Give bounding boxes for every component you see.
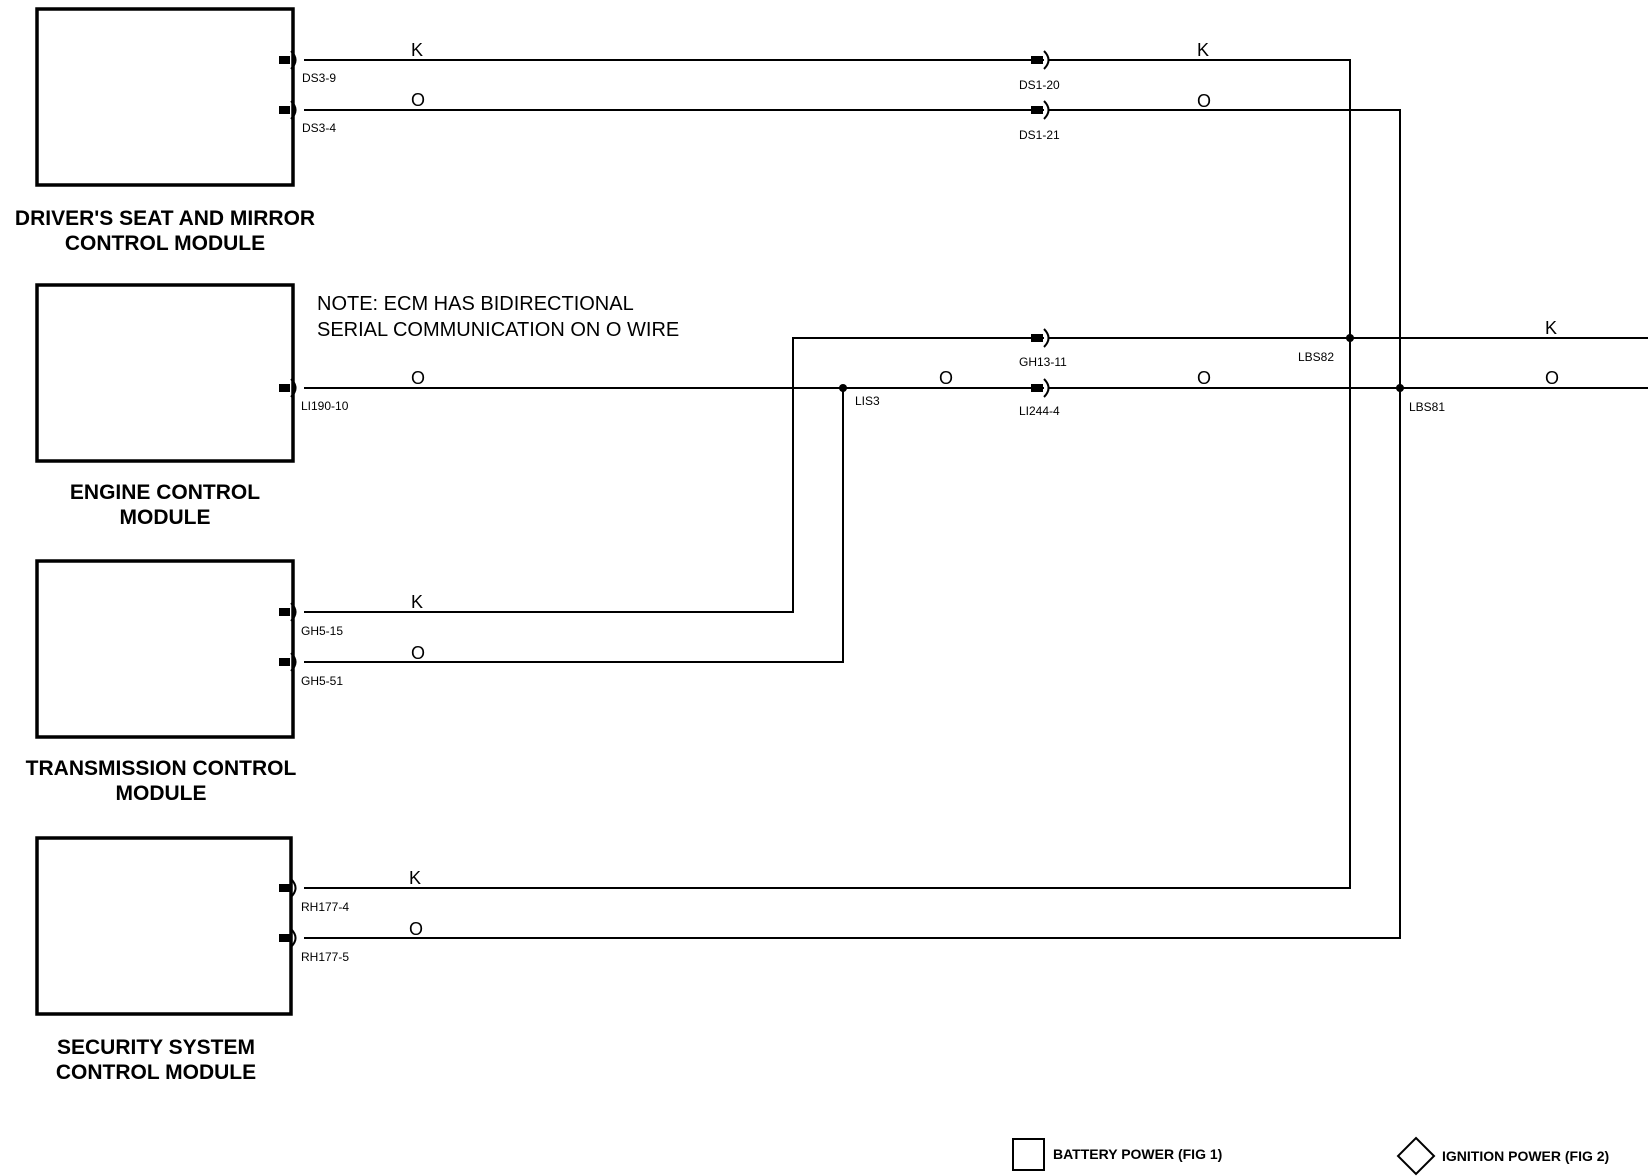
splice-dot [839,384,847,392]
diamond-icon [1396,1136,1436,1176]
legend: BATTERY POWER (FIG 1) IGNITION POWER (FI… [1012,1136,1609,1176]
square-icon [1012,1138,1045,1171]
module-title-line: MODULE [116,782,207,805]
module-title-line: DRIVER'S SEAT AND MIRROR [15,207,315,230]
wire-color-label: O [409,919,423,939]
legend-battery-label: BATTERY POWER (FIG 1) [1053,1146,1222,1162]
connector-labels: DS3-9 DS3-4 DS1-20 DS1-21 LI190-10 LIS3 … [301,71,1445,964]
wire-k-security [304,338,1351,889]
wire-color-label: O [411,90,425,110]
splices [839,334,1404,392]
wire-color-label: O [1545,368,1559,388]
connector-label: LBS81 [1409,400,1445,414]
module-driver-seat: DRIVER'S SEAT AND MIRROR CONTROL MODULE [15,7,315,255]
module-title-line: SECURITY SYSTEM [57,1036,255,1059]
connector-symbol [279,652,297,672]
legend-battery: BATTERY POWER (FIG 1) [1012,1138,1222,1171]
connector-symbol [279,878,297,898]
connector-label: LI244-4 [1019,404,1060,418]
wire-color-label: K [1197,40,1209,60]
connector-symbol [279,602,297,622]
module-box [35,559,295,739]
note-line: NOTE: ECM HAS BIDIRECTIONAL [317,293,634,315]
module-box [35,7,295,187]
wire-color-label: K [1545,318,1557,338]
module-security: SECURITY SYSTEM CONTROL MODULE [35,836,293,1084]
connector-label: LIS3 [855,394,880,408]
module-engine: ENGINE CONTROL MODULE [35,283,295,529]
module-transmission: TRANSMISSION CONTROL MODULE [26,559,297,805]
connector-symbol [279,378,297,398]
connector-label: LBS82 [1298,350,1334,364]
module-title-line: MODULE [120,506,211,529]
wire-color-label: O [411,368,425,388]
wire-color-label: O [1197,368,1211,388]
module-box [35,283,295,463]
connector-label: RH177-5 [301,950,349,964]
legend-ignition-label: IGNITION POWER (FIG 2) [1442,1148,1609,1164]
connector-symbol [1031,378,1050,398]
wires [304,59,1648,939]
connector-symbol [1031,328,1050,348]
connector-label: GH5-51 [301,674,343,688]
connector-symbol [279,50,297,70]
connector-label: DS3-9 [302,71,336,85]
module-box [35,836,293,1016]
connector-symbol [1031,50,1050,70]
module-title-line: TRANSMISSION CONTROL [26,757,297,780]
wire-color-label: K [411,40,423,60]
splice-dot [1346,334,1354,342]
connector-label: RH177-4 [301,900,349,914]
wire-color-label: O [939,368,953,388]
module-title-line: CONTROL MODULE [56,1061,256,1084]
connector-label: DS3-4 [302,121,336,135]
connector-symbol [1031,100,1050,120]
wire-k-driver-seat [304,59,1351,338]
module-title-line: ENGINE CONTROL [70,481,260,504]
wire-k-tcm [304,337,1350,613]
wire-color-label: K [411,592,423,612]
connector-label: DS1-21 [1019,128,1060,142]
module-connectors [279,50,297,948]
wire-color-label: K [409,868,421,888]
legend-ignition: IGNITION POWER (FIG 2) [1396,1136,1609,1176]
wire-o-security [304,388,1401,939]
note-line: SERIAL COMMUNICATION ON O WIRE [317,319,679,341]
connector-label: LI190-10 [301,399,349,413]
wire-color-label: O [1197,91,1211,111]
connector-symbol [279,928,297,948]
connector-label: GH5-15 [301,624,343,638]
wire-o-tcm [304,388,844,663]
wire-o-driver-seat [304,109,1401,388]
splice-dot [1396,384,1404,392]
wire-color-labels: K K O O O O O K O K O K O [409,40,1559,939]
connector-symbol [279,100,297,120]
inline-connectors [1031,50,1050,398]
wire-color-label: O [411,643,425,663]
module-title-line: CONTROL MODULE [65,232,265,255]
note: NOTE: ECM HAS BIDIRECTIONAL SERIAL COMMU… [317,293,679,341]
connector-label: GH13-11 [1019,355,1067,369]
connector-label: DS1-20 [1019,78,1060,92]
